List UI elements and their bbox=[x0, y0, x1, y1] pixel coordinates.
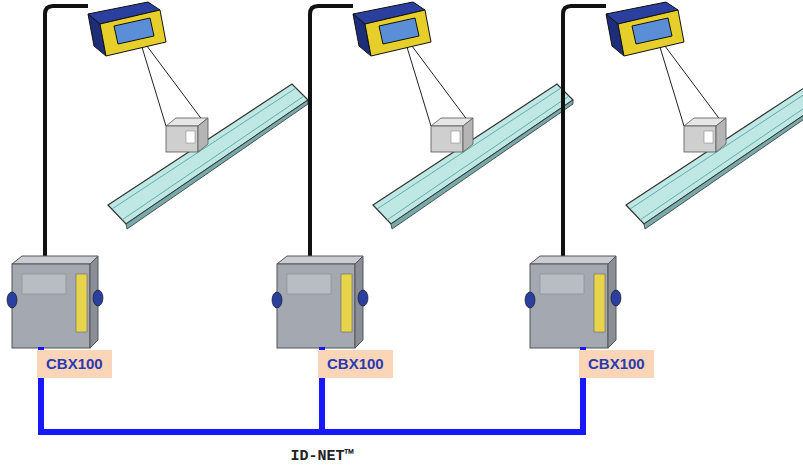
network-bus bbox=[322, 378, 583, 432]
device-label: CBX100 bbox=[37, 350, 112, 378]
network-name: ID-NET™ bbox=[287, 448, 356, 465]
device-name: CBX100 bbox=[327, 355, 384, 373]
network-bus bbox=[41, 378, 322, 432]
device-name: CBX100 bbox=[46, 355, 103, 373]
device-label: CBX100 bbox=[579, 350, 654, 378]
device-label: CBX100 bbox=[318, 350, 393, 378]
device-name: CBX100 bbox=[588, 355, 645, 373]
